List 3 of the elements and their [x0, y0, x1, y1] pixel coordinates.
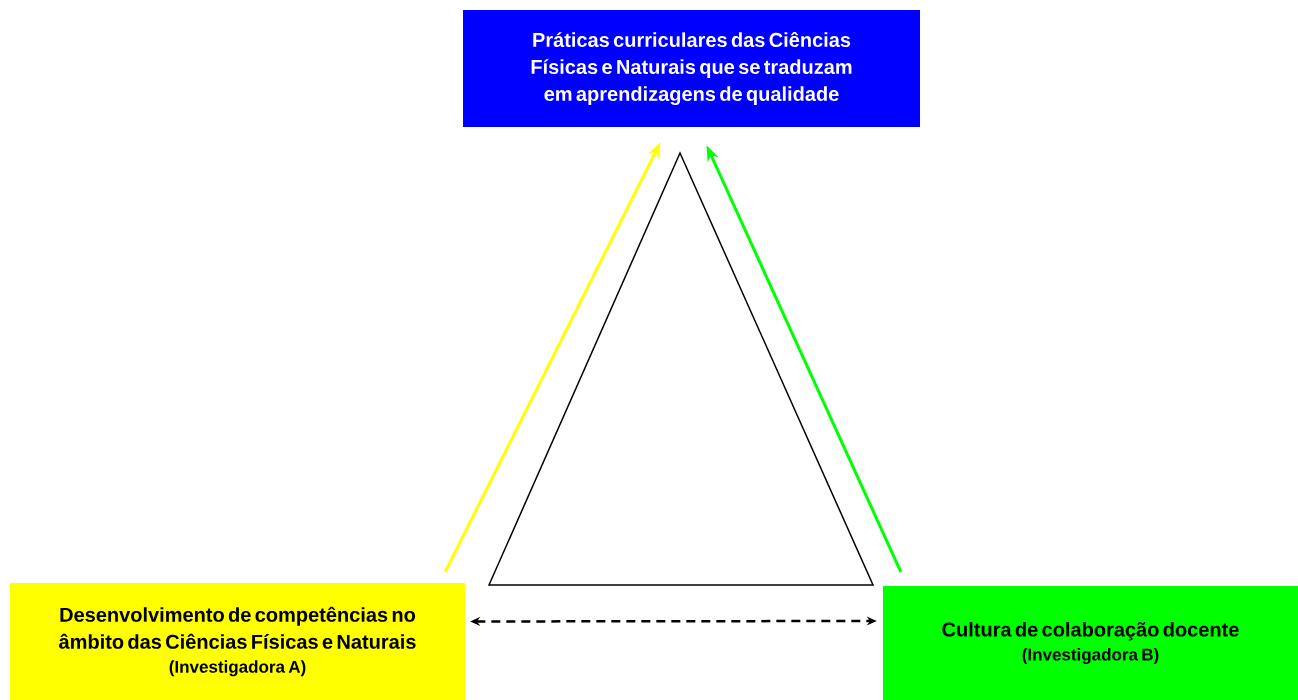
text-box: Práticas curriculares das Ciências Físicas e Naturais que se traduzam em aprendizagens de qualidade [463, 10, 920, 127]
text-box: Cultura de colaboração docente (Investigadora B) [883, 586, 1298, 700]
text-box: Desenvolvimento de competências no âmbito das Ciências Físicas e Naturais (Investigadora A) [10, 583, 465, 700]
